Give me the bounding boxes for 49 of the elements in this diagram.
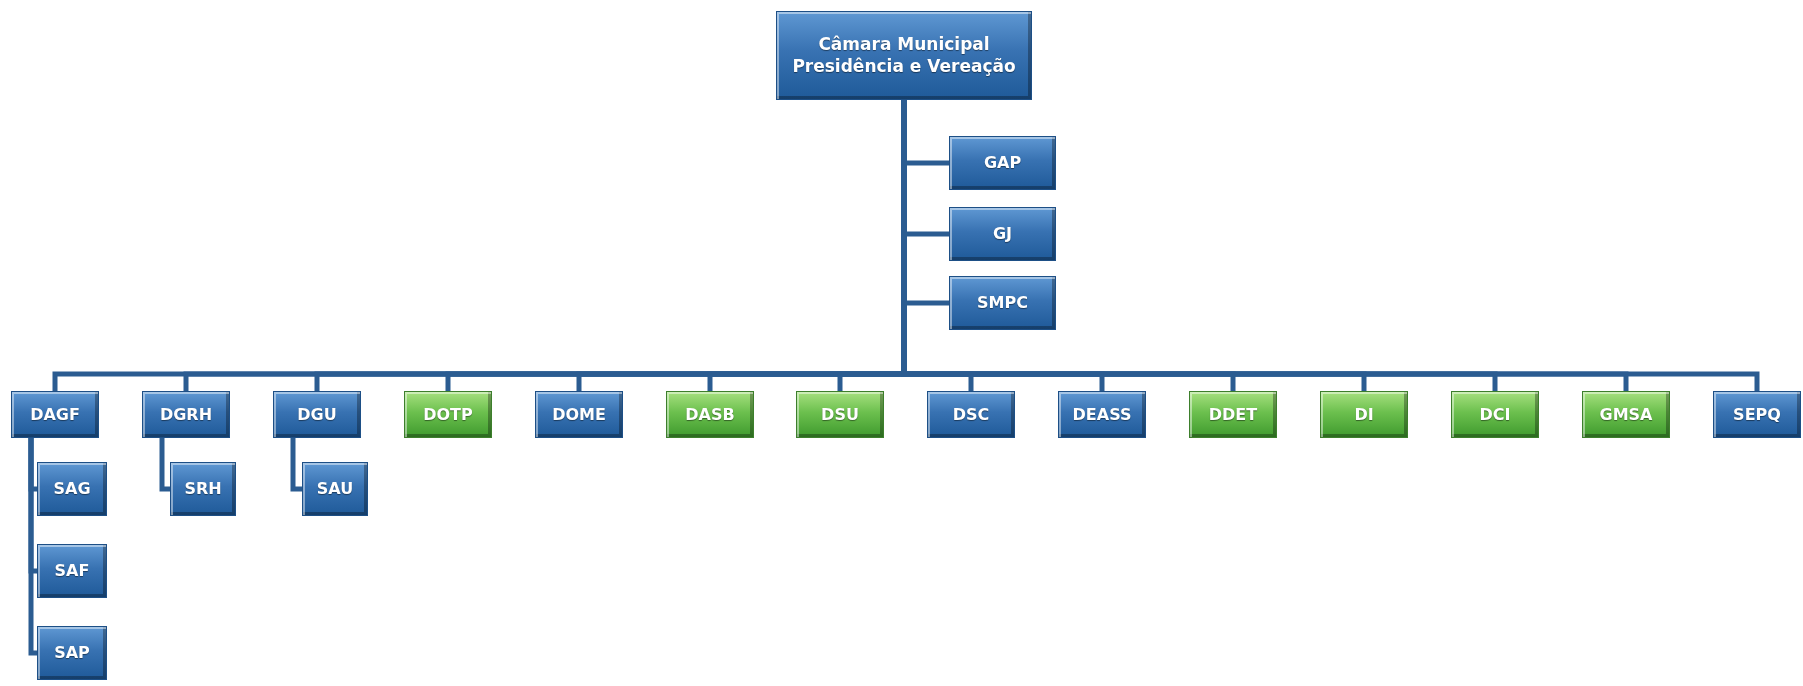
unit-name: DEASS <box>1072 404 1132 425</box>
org-unit-box <box>949 136 1056 190</box>
org-unit-box <box>1320 391 1408 438</box>
org-unit-box <box>37 626 107 680</box>
unit-name: DSU <box>821 404 859 425</box>
org-unit-box <box>1582 391 1670 438</box>
unit-name: DI <box>1354 404 1374 425</box>
unit-name: SAP <box>54 643 90 663</box>
unit-name: GMSA <box>1599 404 1653 425</box>
unit-name: SAG <box>53 479 91 499</box>
unit-name: DAGF <box>30 404 80 425</box>
unit-name: DSC <box>952 404 990 425</box>
org-unit-box <box>666 391 754 438</box>
org-unit-box <box>273 391 361 438</box>
org-unit-box <box>11 391 99 438</box>
org-unit-box <box>37 544 107 598</box>
unit-name: SAF <box>54 561 90 581</box>
connector-line <box>290 438 302 492</box>
unit-name: DASB <box>685 404 735 425</box>
org-unit-box <box>170 462 236 516</box>
org-unit-box <box>1713 391 1801 438</box>
org-unit-box <box>535 391 623 438</box>
unit-name: SRH <box>184 479 222 499</box>
unit-name: DOTP <box>423 404 473 425</box>
connector-line <box>159 438 170 492</box>
unit-name: GAP <box>983 153 1022 173</box>
org-unit-box <box>37 462 107 516</box>
org-unit-box <box>776 11 1032 100</box>
org-unit-box <box>142 391 230 438</box>
unit-name: DOME <box>552 404 606 425</box>
org-unit-box <box>949 207 1056 261</box>
unit-name: Câmara Municipal Presidência e Vereação <box>791 34 1017 77</box>
connector-line <box>28 438 37 656</box>
org-unit-box <box>1451 391 1539 438</box>
org-unit-box <box>404 391 492 438</box>
org-unit-box <box>1058 391 1146 438</box>
unit-name: DGRH <box>159 404 213 425</box>
org-unit-box <box>796 391 884 438</box>
unit-name: DGU <box>297 404 337 425</box>
org-unit-box <box>302 462 368 516</box>
unit-name: GJ <box>992 224 1013 244</box>
org-unit-box <box>1189 391 1277 438</box>
unit-name: SEPQ <box>1733 404 1781 425</box>
unit-name: SAU <box>316 479 354 499</box>
unit-name: DDET <box>1208 404 1258 425</box>
unit-name: SMPC <box>977 293 1028 313</box>
unit-name: DCI <box>1479 404 1511 425</box>
org-unit-box <box>949 276 1056 330</box>
org-unit-box <box>927 391 1015 438</box>
